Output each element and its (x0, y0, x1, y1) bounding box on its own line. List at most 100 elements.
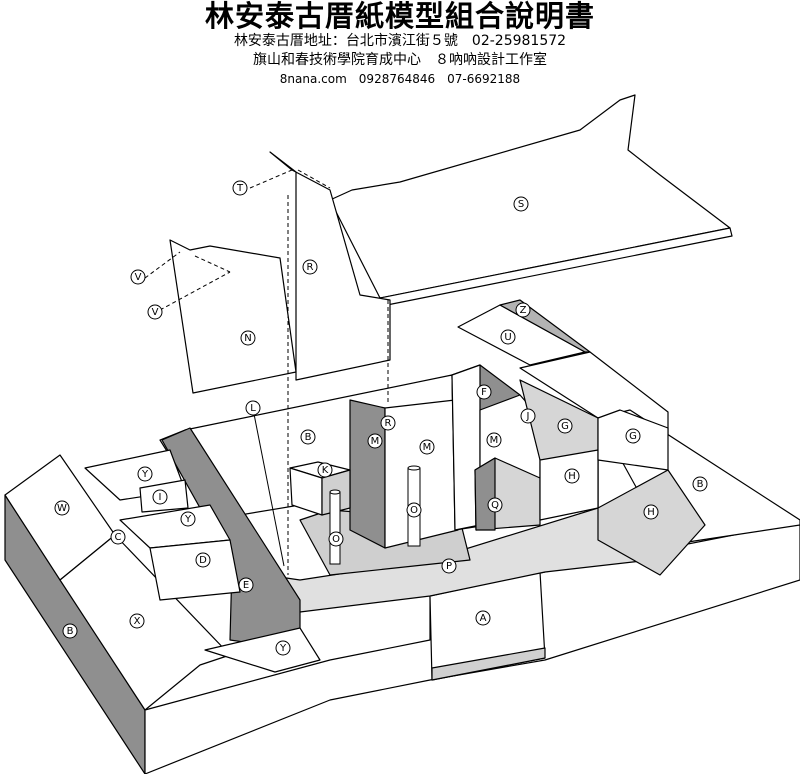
part-label-text: Y (141, 469, 149, 480)
part-label-k: K (317, 462, 333, 478)
part-label-text: P (446, 561, 452, 572)
column-o-left-top (329, 489, 341, 495)
part-label-text: B (305, 432, 312, 443)
part-label-text: N (244, 333, 251, 344)
part-label-text: O (410, 505, 418, 516)
part-label-text: I (159, 492, 162, 503)
part-label-m: M (367, 433, 383, 449)
address-line: 林安泰古厝地址：台北市濱江街５號 02-25981572 (233, 33, 567, 49)
part-label-y: Y (180, 511, 196, 527)
contact-line: 8nana.com 0928764846 07-6692188 (279, 72, 521, 86)
part-label-p: P (441, 558, 457, 574)
part-label-circle (245, 400, 261, 416)
roof-y-bottom (204, 627, 321, 673)
part-label-text: R (385, 418, 392, 429)
part-label-text: G (629, 431, 637, 442)
part-label-text: Y (279, 643, 287, 654)
part-label-x: X (129, 613, 145, 629)
part-label-circle (328, 531, 344, 547)
wall-m (349, 399, 386, 549)
part-label-text: B (697, 479, 704, 490)
part-label-s: S (513, 196, 529, 212)
part-label-text: O (332, 534, 340, 545)
part-label-b: B (62, 623, 78, 639)
part-label-circle (643, 504, 659, 520)
part-label-text: H (568, 471, 576, 482)
part-label-text: W (57, 503, 67, 514)
part-label-circle (300, 429, 316, 445)
part-label-text: U (504, 332, 511, 343)
roof-x (59, 534, 231, 711)
part-label-circle (476, 384, 492, 400)
part-label-circle (62, 623, 78, 639)
part-label-text: X (134, 616, 141, 627)
part-label-circle (302, 259, 318, 275)
part-label-r: R (302, 259, 318, 275)
part-label-text: T (236, 183, 244, 194)
part-label-circle (557, 418, 573, 434)
part-label-circle (515, 302, 531, 318)
part-label-m: M (486, 432, 502, 448)
part-label-b: B (300, 429, 316, 445)
part-label-text: D (199, 555, 207, 566)
part-label-m: M (419, 439, 435, 455)
wall-m-face (384, 399, 459, 549)
part-label-circle (240, 330, 256, 346)
part-label-circle (152, 489, 168, 505)
part-label-v: V (130, 269, 146, 285)
part-label-circle (564, 468, 580, 484)
part-label-text: V (152, 307, 159, 318)
part-label-text: V (135, 272, 142, 283)
part-label-circle (129, 613, 145, 629)
part-d (149, 539, 241, 601)
guide-line-t (249, 169, 293, 189)
part-label-z: Z (515, 302, 531, 318)
part-label-o: O (328, 531, 344, 547)
part-label-text: Q (491, 500, 499, 511)
part-label-circle (441, 558, 457, 574)
part-label-text: C (115, 532, 122, 543)
part-label-text: H (647, 507, 655, 518)
part-label-circle (110, 529, 126, 545)
part-label-l: L (245, 400, 261, 416)
part-label-d: D (195, 552, 211, 568)
part-label-circle (54, 500, 70, 516)
part-label-r: R (380, 415, 396, 431)
part-label-h: H (564, 468, 580, 484)
part-label-text: Z (520, 305, 527, 316)
part-label-circle (238, 577, 254, 593)
column-o-right-top (407, 465, 421, 471)
part-label-circle (513, 196, 529, 212)
part-label-circle (500, 329, 516, 345)
part-label-circle (406, 502, 422, 518)
part-label-o: O (406, 502, 422, 518)
part-label-y: Y (275, 640, 291, 656)
part-label-g: G (625, 428, 641, 444)
part-label-b: B (692, 476, 708, 492)
part-label-n: N (240, 330, 256, 346)
part-label-circle (130, 269, 146, 285)
part-label-circle (147, 304, 163, 320)
part-label-y: Y (137, 466, 153, 482)
block-q-face (474, 457, 496, 531)
part-label-circle (475, 610, 491, 626)
part-label-a: A (475, 610, 491, 626)
gate-step (431, 647, 546, 681)
part-label-i: I (152, 489, 168, 505)
part-label-text: M (423, 442, 432, 453)
part-label-circle (195, 552, 211, 568)
part-label-circle (625, 428, 641, 444)
part-label-u: U (500, 329, 516, 345)
part-label-circle (232, 180, 248, 196)
part-label-circle (419, 439, 435, 455)
part-label-circle (486, 432, 502, 448)
part-label-t: T (232, 180, 248, 196)
part-label-text: G (561, 421, 569, 432)
part-label-text: J (526, 411, 530, 422)
part-label-text: A (480, 613, 487, 624)
part-label-f: F (476, 384, 492, 400)
part-label-text: M (490, 435, 499, 446)
wall-h (539, 449, 599, 521)
part-label-h: H (643, 504, 659, 520)
part-label-text: R (307, 262, 314, 273)
